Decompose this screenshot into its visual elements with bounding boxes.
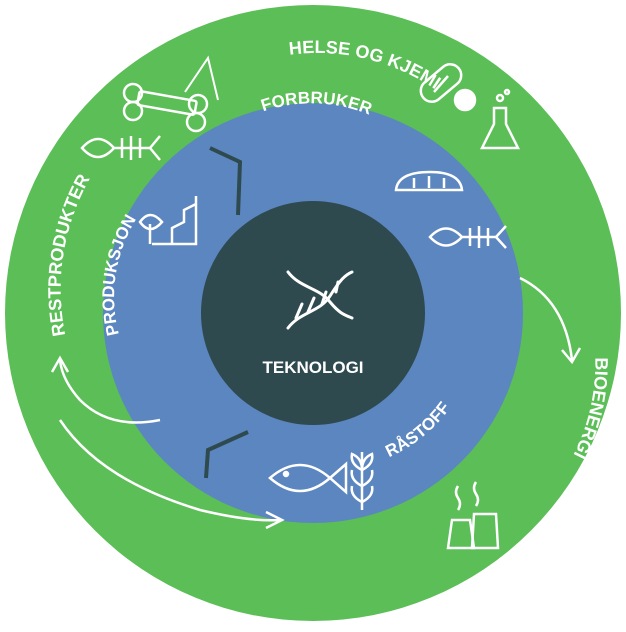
separator-top (209, 146, 243, 216)
dna-icon (286, 270, 354, 330)
cycle-arrow-left (50, 355, 161, 424)
flask-icon (479, 88, 521, 150)
factory-plant-icon (138, 196, 198, 246)
separator-outer (184, 55, 219, 101)
separator-bottom (204, 430, 249, 479)
pill-capsule-icon (419, 63, 463, 103)
fish-skeleton-icon (80, 135, 161, 161)
bread-icon (394, 170, 464, 192)
power-plant-icon (446, 481, 500, 550)
bone-icon (122, 82, 209, 133)
fish-icon (268, 461, 348, 495)
core-label: TEKNOLOGI (262, 358, 363, 377)
cycle-arrow-right (519, 276, 582, 365)
tablet-icon (453, 88, 477, 112)
cycle-arrow-bottom (58, 419, 285, 530)
core-circle (201, 201, 425, 425)
fish-skeleton-icon-inner (428, 225, 507, 249)
wheat-icon (350, 452, 374, 510)
